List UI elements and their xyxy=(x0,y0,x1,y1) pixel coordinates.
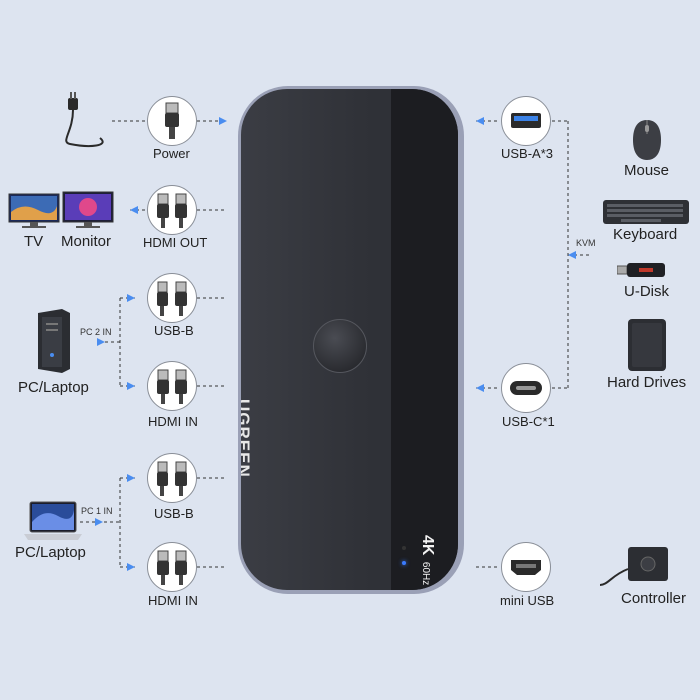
kvm-switch-device: UGREEN 4K 60Hz xyxy=(238,86,464,594)
laptop-icon xyxy=(24,500,82,547)
controller-label: Controller xyxy=(621,590,687,607)
usb-c-port-label: USB-C*1 xyxy=(502,414,555,429)
hdmi-in-pc1-port-label: HDMI IN xyxy=(148,593,198,608)
controller-icon xyxy=(598,545,670,592)
usb-b-pc1-port-icon xyxy=(147,453,197,503)
power-port-label: Power xyxy=(153,146,190,161)
spec-resolution: 4K xyxy=(419,535,436,556)
status-led-2 xyxy=(402,561,406,565)
usb-b-pc2-port-icon xyxy=(147,273,197,323)
hdmi-in-pc2-port-icon xyxy=(147,361,197,411)
tv-icon xyxy=(8,192,60,237)
kvm-tag: KVM xyxy=(576,238,596,248)
hard-drives-label: Hard Drives xyxy=(607,374,687,391)
mini-usb-port-label: mini USB xyxy=(500,593,555,608)
usb-c-port-icon xyxy=(501,363,551,413)
pc1-laptop-label: PC/Laptop xyxy=(15,544,86,561)
usb-a-port-icon xyxy=(501,96,551,146)
power-adapter-icon xyxy=(50,92,112,157)
keyboard-icon xyxy=(603,198,689,231)
pc2-in-tag: PC 2 IN xyxy=(80,327,112,337)
udisk-icon xyxy=(616,262,665,283)
device-dark-panel xyxy=(391,89,458,590)
status-led-1 xyxy=(402,546,406,550)
usb-a-port-label: USB-A*3 xyxy=(501,146,554,161)
usb-b-pc1-port-label: USB-B xyxy=(154,506,194,521)
pc-tower-icon xyxy=(32,309,72,378)
device-face: UGREEN 4K 60Hz xyxy=(241,89,458,590)
mouse-icon xyxy=(630,118,664,167)
spec-refresh: 60Hz xyxy=(420,561,431,586)
hdmi-out-port-icon xyxy=(147,185,197,235)
spec-text: 4K 60Hz xyxy=(418,535,436,585)
hdmi-in-pc2-port-label: HDMI IN xyxy=(148,414,198,429)
monitor-label: Monitor xyxy=(61,233,112,250)
hdmi-out-port-label: HDMI OUT xyxy=(143,235,208,250)
pc2-laptop-label: PC/Laptop xyxy=(18,379,89,396)
monitor-icon xyxy=(62,190,114,237)
mouse-label: Mouse xyxy=(624,162,670,179)
brand-logo: UGREEN xyxy=(241,399,253,478)
mini-usb-port-icon xyxy=(501,542,551,592)
usb-b-pc2-port-label: USB-B xyxy=(154,323,194,338)
switch-button[interactable] xyxy=(313,319,367,373)
pc1-in-tag: PC 1 IN xyxy=(81,506,113,516)
udisk-label: U-Disk xyxy=(624,283,669,300)
hard-drive-icon xyxy=(627,318,667,377)
tv-label: TV xyxy=(24,233,44,250)
power-port-icon xyxy=(147,96,197,146)
keyboard-label: Keyboard xyxy=(613,226,678,243)
hdmi-in-pc1-port-icon xyxy=(147,542,197,592)
